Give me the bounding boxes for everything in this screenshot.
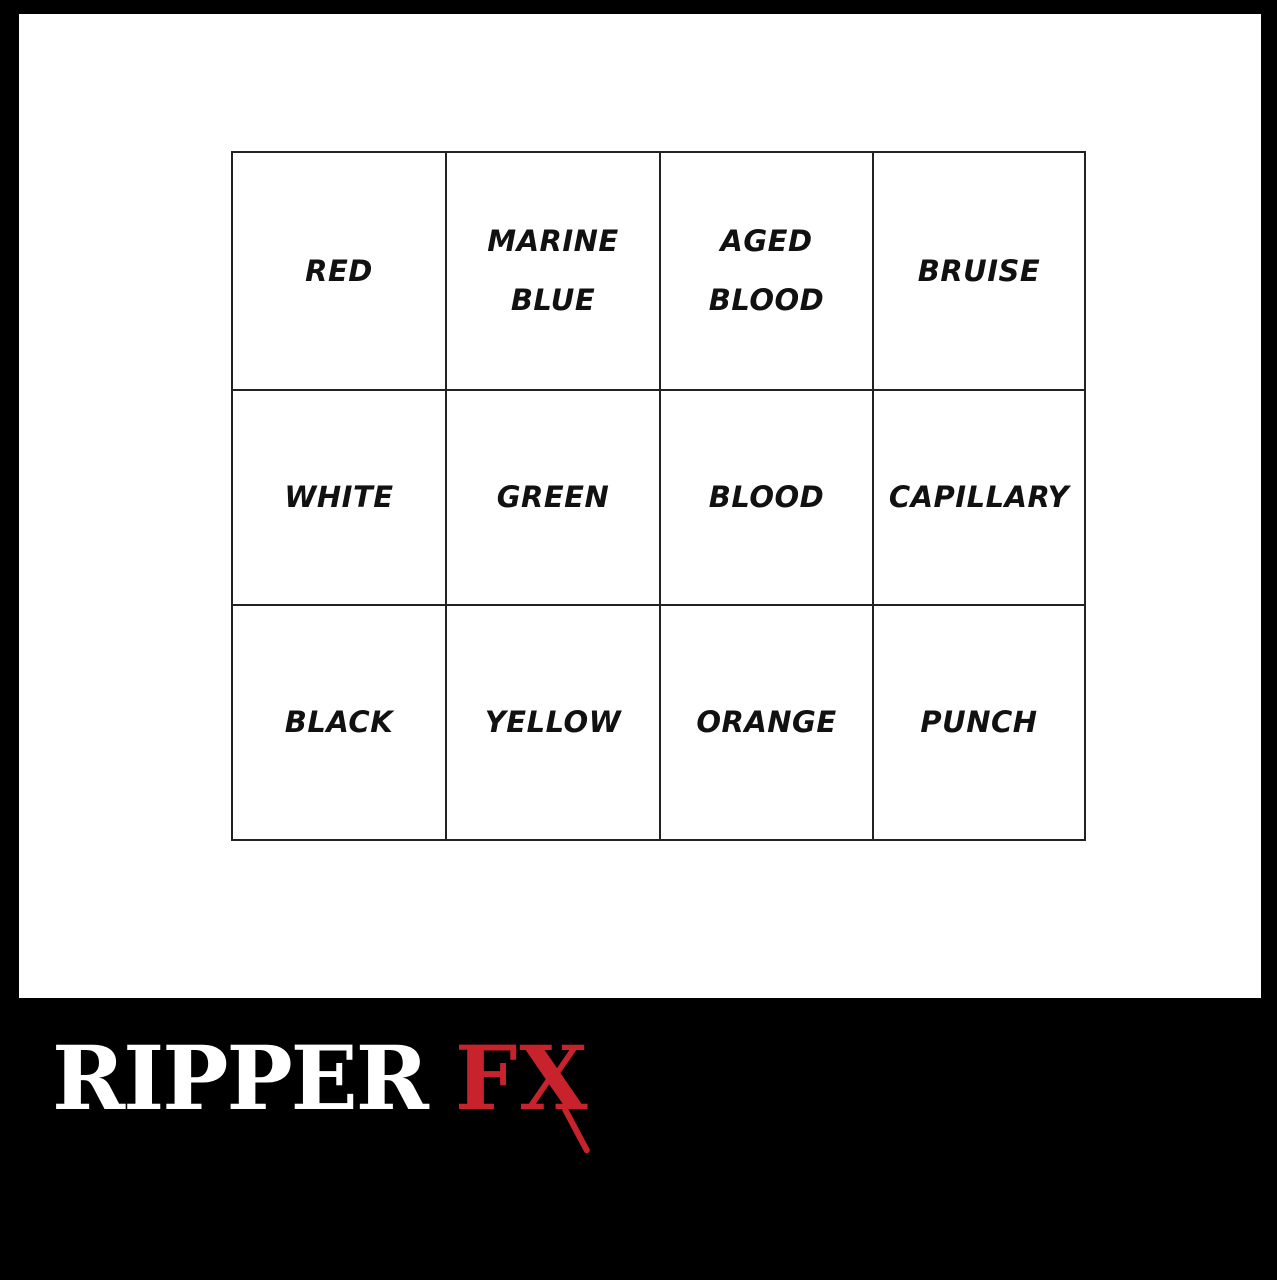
color-swatch-grid: RED MARINE BLUE AGED BLOOD BRUISE WHITE … (231, 151, 1086, 841)
swatch-green: GREEN (447, 391, 661, 606)
swatch-label: ORANGE (696, 705, 837, 739)
brand-logo: RIPPER FX (52, 1026, 591, 1160)
swatch-label: BRUISE (917, 253, 1041, 288)
swatch-label: PUNCH (920, 705, 1038, 739)
swatch-white: WHITE (233, 391, 447, 606)
swatch-label: MARINE (487, 224, 619, 258)
swatch-label: BLOOD (708, 480, 825, 514)
brand-logo-fx: FX (455, 1034, 591, 1155)
swatch-aged-blood: AGED BLOOD (661, 153, 874, 391)
swatch-bruise: BRUISE (874, 153, 1084, 391)
swatch-label: BLOOD (708, 283, 825, 317)
swatch-punch: PUNCH (874, 606, 1084, 839)
swatch-label: AGED (720, 224, 813, 258)
swatch-red: RED (233, 153, 447, 391)
swatch-label: YELLOW (484, 705, 622, 739)
swatch-label: CAPILLARY (888, 480, 1070, 514)
swatch-blood: BLOOD (661, 391, 874, 606)
swatch-marine-blue: MARINE BLUE (447, 153, 661, 391)
swatch-label: BLACK (284, 705, 394, 739)
swatch-label: BLUE (510, 283, 596, 317)
swatch-yellow: YELLOW (447, 606, 661, 839)
content-panel: RED MARINE BLUE AGED BLOOD BRUISE WHITE … (19, 14, 1261, 998)
swatch-capillary: CAPILLARY (874, 391, 1084, 606)
swatch-label: GREEN (496, 480, 610, 514)
swatch-orange: ORANGE (661, 606, 874, 839)
swatch-label: WHITE (284, 480, 394, 514)
brand-logo-ripper: RIPPER (52, 1026, 429, 1130)
swatch-label: RED (305, 253, 373, 288)
swatch-black: BLACK (233, 606, 447, 839)
